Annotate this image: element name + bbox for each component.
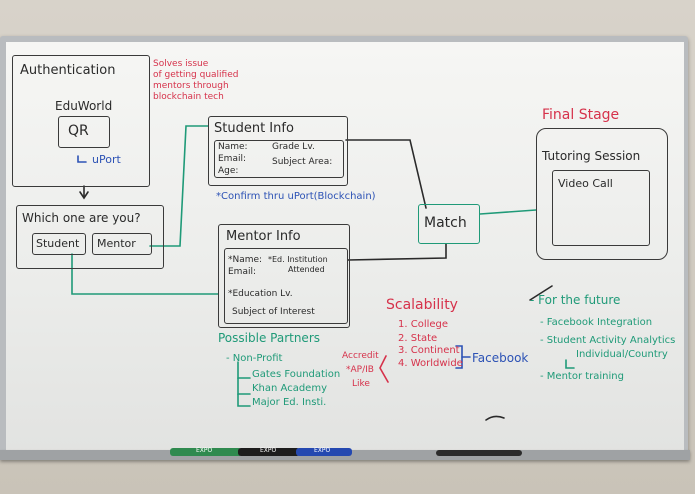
whiteboard-surface — [6, 42, 684, 450]
student-subject-field: Subject Area: — [272, 157, 333, 167]
scalability-title: Scalability — [386, 297, 458, 313]
partner-item-gates: Gates Foundation — [252, 369, 341, 380]
scalability-state: 2. State — [398, 333, 438, 344]
eraser — [436, 450, 522, 456]
mentor-institution-field-2: Attended — [288, 265, 325, 274]
mentor-email-field: Email: — [228, 267, 257, 277]
future-mentor-training: - Mentor training — [540, 371, 624, 382]
tutoring-session-box — [536, 128, 668, 260]
video-call-box — [552, 170, 650, 246]
student-info-box — [208, 116, 348, 186]
tutoring-session-title: Tutoring Session — [542, 149, 641, 163]
scalability-worldwide: 4. Worldwide — [398, 358, 463, 369]
student-info-title: Student Info — [214, 121, 294, 136]
scalability-continent: 3. Continent — [398, 345, 460, 356]
blockchain-note-1: Solves issue — [153, 59, 209, 69]
mentor-option-label: Mentor — [97, 237, 136, 250]
future-title: - For the future — [530, 293, 621, 307]
partners-title: Possible Partners — [218, 331, 320, 345]
student-email-field: Email: — [218, 154, 247, 164]
partner-item-khan: Khan Academy — [252, 383, 327, 394]
student-age-field: Age: — [218, 166, 239, 176]
match-label: Match — [424, 215, 467, 231]
student-fields-box — [214, 140, 344, 178]
confirm-uport-note: *Confirm thru uPort(Blockchain) — [216, 191, 376, 202]
eduworld-label: EduWorld — [55, 99, 113, 113]
partner-item-nonprofit: - Non-Profit — [226, 353, 283, 364]
facebook-label: Facebook — [472, 351, 529, 365]
uport-label: uPort — [92, 153, 121, 166]
mentor-fields-box — [224, 248, 348, 324]
final-stage-label: Final Stage — [542, 107, 620, 123]
student-grade-field: Grade Lv. — [272, 142, 315, 152]
mentor-option — [92, 233, 152, 255]
mentor-info-box — [218, 224, 350, 328]
partner-item-major: Major Ed. Insti. — [252, 397, 327, 408]
future-facebook: - Facebook Integration — [540, 317, 653, 328]
role-select-title: Which one are you? — [22, 211, 141, 225]
blockchain-note-4: blockchain tech — [153, 92, 224, 102]
future-analytics: - Student Activity Analytics — [540, 335, 676, 346]
qr-label: QR — [68, 123, 89, 139]
blue-marker — [296, 448, 352, 456]
mentor-institution-field: *Ed. Institution — [268, 255, 328, 264]
black-marker — [238, 448, 300, 456]
ap-ib-label: *AP/IB — [346, 365, 374, 375]
mentor-name-field: *Name: — [228, 255, 263, 265]
mentor-subject-field: Subject of Interest — [232, 307, 315, 317]
scalability-college: 1. College — [398, 319, 449, 330]
accredit-label: Accredit — [342, 351, 379, 361]
blockchain-note-3: mentors through — [153, 81, 229, 91]
student-option — [32, 233, 86, 255]
green-marker — [170, 448, 242, 456]
authentication-title: Authentication — [20, 63, 116, 78]
student-name-field: Name: — [218, 142, 248, 152]
future-individual: Individual/Country — [576, 349, 668, 360]
like-label: Like — [352, 379, 370, 389]
blue-marker-label: EXPO — [314, 447, 331, 454]
qr-box — [58, 116, 110, 148]
video-call-label: Video Call — [558, 177, 613, 190]
student-option-label: Student — [36, 237, 80, 250]
role-select-box — [16, 205, 164, 269]
authentication-box — [12, 55, 150, 187]
black-marker-label: EXPO — [260, 447, 277, 454]
blockchain-note-2: of getting qualified — [153, 70, 239, 80]
green-marker-label: EXPO — [196, 447, 213, 454]
mentor-info-title: Mentor Info — [226, 229, 301, 244]
mentor-education-field: *Education Lv. — [228, 289, 293, 299]
match-box — [418, 204, 480, 244]
